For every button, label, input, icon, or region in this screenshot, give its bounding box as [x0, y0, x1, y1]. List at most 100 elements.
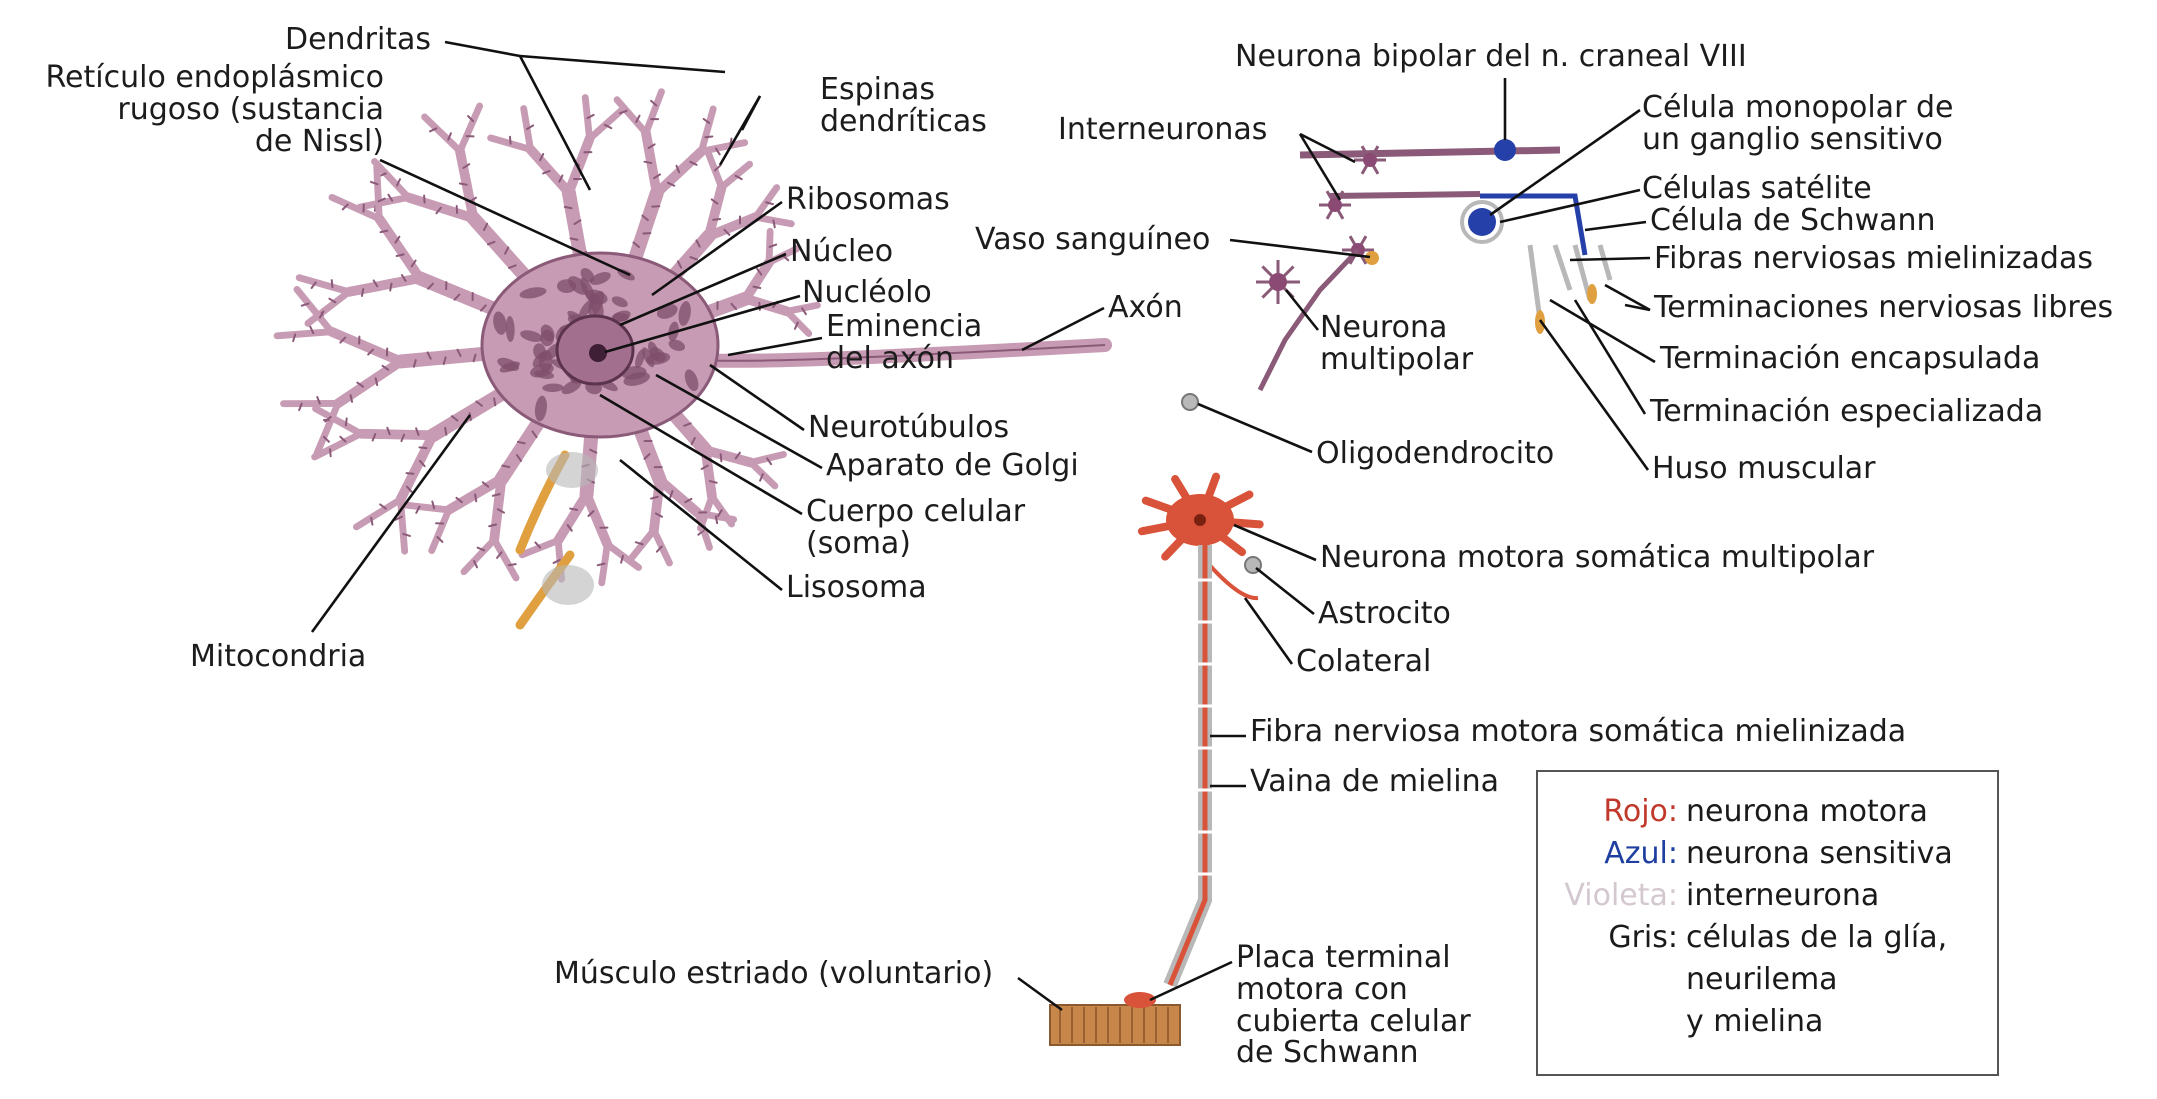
dendrite-segment [425, 117, 460, 151]
dendrite-segment [464, 540, 494, 572]
dendritic-spine [716, 516, 717, 523]
dendrite-segment [349, 278, 420, 292]
sensory-ending [1600, 245, 1610, 280]
leader-line [1150, 962, 1232, 1000]
legend-value: y mielina [1686, 1006, 1823, 1038]
label-placa-terminal: Placa terminal motora con cubierta celul… [1236, 942, 1471, 1069]
dendritic-spine [773, 220, 774, 227]
legend-value: neurona motora [1686, 796, 1928, 828]
dendritic-spine [644, 162, 651, 163]
dendritic-spine [713, 219, 720, 220]
label-astrocito: Astrocito [1318, 598, 1451, 630]
legend-key: Azul: [1538, 838, 1678, 870]
leader-line [445, 42, 520, 56]
label-neurona-multipolar: Neurona multipolar [1320, 312, 1473, 376]
dendrite-segment [494, 540, 516, 578]
label-espinas-dendriticas: Espinas dendríticas [820, 74, 987, 138]
color-legend: Rojo: neurona motora Azul: neurona sensi… [1536, 770, 1999, 1076]
leader-line [1540, 320, 1648, 470]
label-neurona-bipolar: Neurona bipolar del n. craneal VIII [1235, 41, 1747, 73]
label-oligodendrocito: Oligodendrocito [1316, 438, 1554, 470]
dendritic-spine [509, 564, 516, 565]
dendrite-segment [587, 495, 608, 545]
leader-line [620, 460, 782, 590]
dendrite-segment [405, 505, 449, 510]
leader-line [1245, 598, 1292, 664]
leader-line [1575, 300, 1645, 414]
dendrite-segment [316, 409, 361, 434]
dendritic-spine [705, 137, 712, 138]
interneuron-body [1328, 198, 1342, 212]
dendrite-segment [377, 167, 379, 219]
dendritic-spine [570, 509, 577, 510]
interneuron-body [1363, 153, 1377, 167]
dendritic-spine [330, 449, 331, 456]
label-mitocondria: Mitocondria [190, 641, 366, 673]
dendrite-segment [701, 109, 713, 151]
multipolar-neuron-body [1269, 273, 1287, 291]
dendrite-segment [460, 106, 480, 151]
label-cuerpo-celular: Cuerpo celular (soma) [806, 496, 1025, 560]
label-nucleo: Núcleo [790, 236, 893, 268]
label-vaso-sanguineo: Vaso sanguíneo [975, 224, 1210, 256]
dendritic-spine [518, 442, 525, 443]
label-interneuronas: Interneuronas [1058, 114, 1267, 146]
label-axon: Axón [1108, 292, 1183, 324]
label-terminaciones-libres: Terminaciones nerviosas libres [1654, 292, 2113, 324]
legend-value: neurona sensitiva [1686, 838, 1953, 870]
label-eminencia-axon: Eminencia del axón [826, 311, 982, 375]
label-terminacion-encapsulada: Terminación encapsulada [1660, 343, 2040, 375]
sensory-ending [1530, 245, 1540, 320]
label-huso-muscular: Huso muscular [1652, 453, 1876, 485]
dendrite-segment [277, 332, 331, 336]
label-neurotubulos: Neurotúbulos [808, 412, 1009, 444]
legend-key: Gris: [1538, 922, 1678, 954]
label-celula-monopolar: Célula monopolar de un ganglio sensitivo [1642, 92, 1953, 156]
label-reticulo-endoplasmico: Retículo endoplásmico rugoso (sustancia … [14, 62, 384, 157]
interneuron-fiber [1330, 194, 1480, 196]
leader-line [1018, 978, 1062, 1010]
legend-value: interneurona [1686, 880, 1879, 912]
striated-muscle-shape [1050, 1005, 1180, 1045]
dendrite-segment [432, 510, 449, 551]
leader-line [1570, 258, 1650, 260]
leader-line [520, 56, 725, 72]
label-neurona-motora-multipolar: Neurona motora somática multipolar [1320, 542, 1874, 574]
label-colateral: Colateral [1296, 646, 1431, 678]
dendritic-spine [510, 137, 511, 144]
dendrite-segment [331, 332, 400, 362]
dendritic-spine [502, 466, 509, 467]
sensory-ending [1555, 245, 1570, 290]
label-fibras-mielinizadas: Fibras nerviosas mielinizadas [1654, 243, 2093, 275]
dendrite-segment [617, 100, 646, 133]
dendritic-spine [390, 284, 391, 291]
legend-value: neurilema [1686, 964, 1838, 996]
label-celula-schwann: Célula de Schwann [1650, 205, 1936, 237]
blood-vessel-shape [1365, 251, 1379, 265]
dendrite-segment [299, 278, 349, 292]
dendritic-spine [406, 473, 413, 474]
dendritic-spine [332, 280, 333, 287]
legend-key: Rojo: [1538, 796, 1678, 828]
dendrite-segment [356, 499, 400, 526]
leader-line [1490, 110, 1640, 215]
dendritic-spine [371, 518, 372, 525]
dendrite-segment [646, 92, 662, 133]
leader-line [1256, 568, 1314, 614]
dendritic-spine [570, 238, 577, 239]
leader-line [710, 365, 804, 430]
dendrite-segment [558, 495, 586, 541]
legend-key: Violeta: [1538, 880, 1678, 912]
legend-value: células de la glía, [1686, 922, 1947, 954]
nucleolus-shape [589, 344, 607, 362]
label-vaina-mielina: Vaina de mielina [1250, 766, 1499, 798]
leader-line [1234, 525, 1316, 560]
label-terminacion-especializada: Terminación especializada [1650, 396, 2043, 428]
leader-line [1585, 222, 1646, 230]
dendritic-spine [721, 454, 722, 461]
label-lisosoma: Lisosoma [786, 572, 927, 604]
dendritic-spine [362, 289, 363, 296]
label-musculo-estriado: Músculo estriado (voluntario) [554, 958, 993, 990]
glial-cell-shape [542, 565, 594, 605]
dendritic-spine [753, 287, 760, 288]
